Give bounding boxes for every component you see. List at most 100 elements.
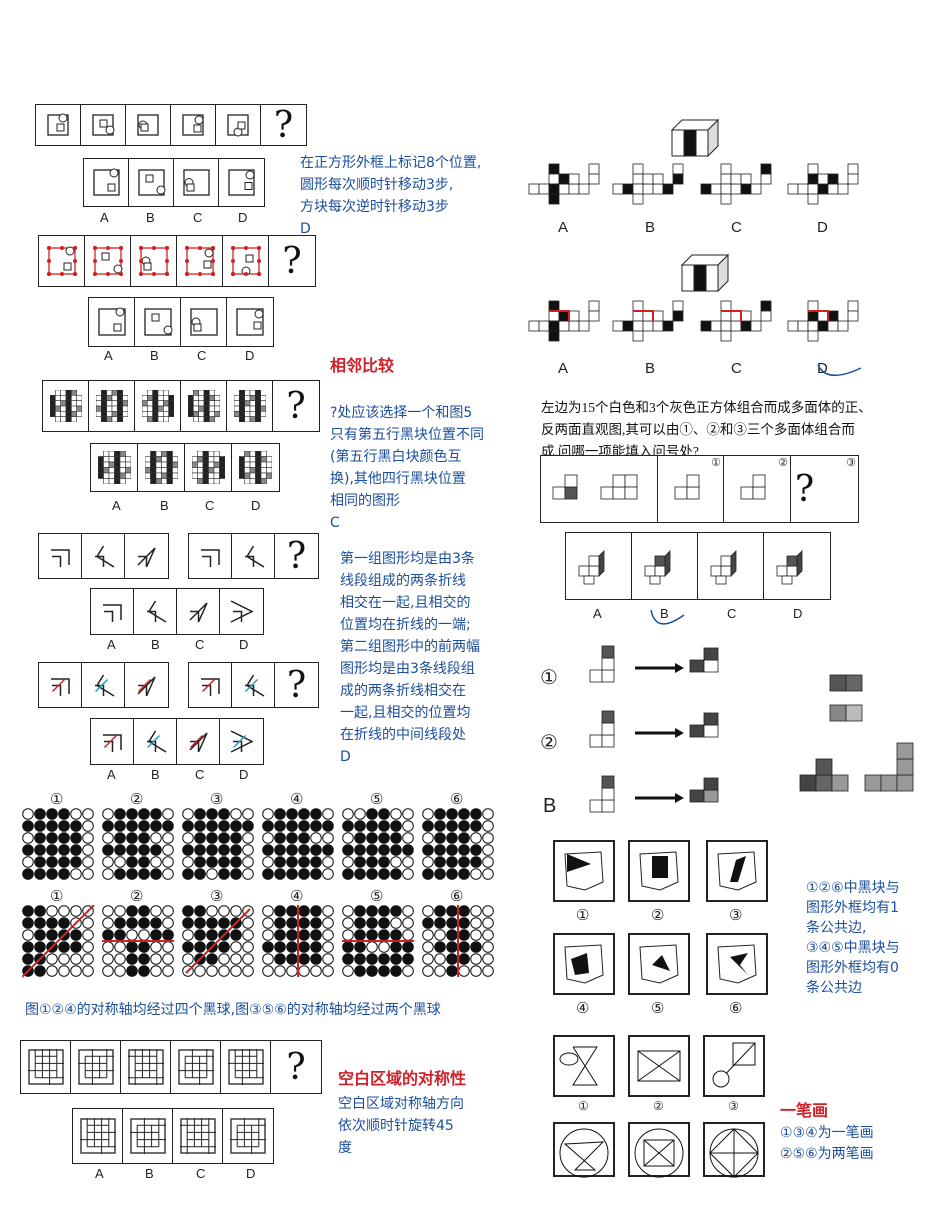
group-2-row-annotated: ? bbox=[188, 662, 319, 708]
options-row-3-cell bbox=[91, 589, 134, 634]
sequence-row-1-annotated-cell bbox=[177, 236, 223, 286]
note-title: 相邻比较 bbox=[330, 356, 395, 375]
check-icon bbox=[650, 609, 685, 625]
sequence-row-5-cell bbox=[21, 1041, 71, 1093]
polycube-figure bbox=[674, 474, 699, 500]
sequence-row-2-cell bbox=[227, 381, 273, 431]
mosaic-figure bbox=[95, 390, 128, 422]
note-line: 第二组图形中的前两幅 bbox=[340, 639, 480, 655]
sequence-row-1-cell bbox=[81, 105, 126, 145]
sequence-row-1-annotated-cell bbox=[85, 236, 131, 286]
options-row-5-cell bbox=[123, 1109, 173, 1163]
sequence-row-2-cell bbox=[181, 381, 227, 431]
options-row-3-annotated-cell bbox=[91, 719, 134, 764]
note-line: ?处应该选择一个和图5 bbox=[330, 405, 473, 421]
sequence-row-1-cell bbox=[126, 105, 171, 145]
options-row-3-annotated-cell bbox=[177, 719, 220, 764]
cube-net bbox=[612, 300, 687, 349]
sequence-row-1-cell bbox=[216, 105, 261, 145]
option-label: C bbox=[205, 498, 215, 513]
question-mark: ? bbox=[273, 104, 294, 146]
dot-grid-figure bbox=[262, 808, 334, 880]
option-label: A bbox=[107, 637, 116, 652]
dot-grid bbox=[182, 905, 256, 983]
note-line: ②⑤⑥为两笔画 bbox=[780, 1146, 874, 1162]
grid-number: ① bbox=[50, 791, 64, 808]
group-1-row-annotated-cell bbox=[82, 663, 125, 707]
stroke-graphic bbox=[634, 1128, 684, 1178]
mosaic-figure bbox=[233, 390, 266, 422]
option-label: B bbox=[151, 637, 160, 652]
options-row-2-cell bbox=[185, 444, 232, 491]
note-line: 成的两条折线相交在 bbox=[340, 683, 466, 699]
options-row-3 bbox=[90, 588, 264, 635]
option-label: A bbox=[593, 606, 602, 621]
dot-grid bbox=[22, 808, 96, 886]
option-label: D bbox=[239, 637, 249, 652]
maze-figure bbox=[179, 1118, 216, 1154]
shape-figure bbox=[706, 840, 768, 902]
net-figure bbox=[612, 300, 684, 342]
note-line: 图形外框均有0 bbox=[806, 960, 899, 976]
options-row-1-annotated bbox=[88, 297, 274, 347]
options-row-6-cell bbox=[632, 533, 698, 599]
sequence-row-1-annotated: ? bbox=[38, 235, 316, 287]
note-line: 图形均是由3条线段组 bbox=[340, 661, 475, 677]
sq-figure bbox=[182, 114, 204, 136]
shape-graphic bbox=[717, 851, 757, 891]
sq-figure bbox=[236, 308, 264, 336]
stroke-graphic bbox=[712, 1042, 756, 1088]
mosaic-figure bbox=[144, 451, 178, 484]
note-line: 依次顺时针旋转45 bbox=[338, 1118, 454, 1134]
figure-number: ⑤ bbox=[651, 1000, 665, 1017]
dot-grid bbox=[342, 808, 416, 886]
note-line: (第五行黑白块颜色互 bbox=[330, 449, 462, 465]
options-row-2-cell bbox=[91, 444, 138, 491]
polycube-figure bbox=[552, 474, 638, 500]
table-cell: ① bbox=[658, 456, 724, 522]
sequence-row-5: ? bbox=[20, 1040, 322, 1094]
option-label: D bbox=[239, 767, 249, 782]
cube-assembly-figure bbox=[799, 674, 914, 792]
option-label: A bbox=[95, 1166, 104, 1181]
shape-graphic bbox=[639, 944, 679, 984]
cell-number: ① bbox=[711, 457, 721, 469]
dot-grid bbox=[102, 905, 176, 983]
note-line: 条公共边 bbox=[806, 980, 862, 996]
question-mark: ? bbox=[286, 664, 307, 706]
table-cell: ?③ bbox=[791, 456, 858, 522]
option-label: B bbox=[645, 360, 656, 377]
sq-figure bbox=[182, 169, 210, 196]
grid-number: ② bbox=[130, 791, 144, 808]
options-row-1-annotated-cell bbox=[181, 298, 227, 346]
sequence-row-5-cell bbox=[171, 1041, 221, 1093]
lines-red-figure bbox=[137, 675, 156, 696]
sq-figure bbox=[230, 246, 261, 276]
dot-grid bbox=[102, 808, 176, 886]
grid-number: ⑥ bbox=[450, 791, 464, 808]
sequence-row-5-cell bbox=[71, 1041, 121, 1093]
options-row-5-cell bbox=[173, 1109, 223, 1163]
option-label: A bbox=[100, 210, 109, 225]
question-mark: ? bbox=[794, 468, 815, 510]
sq-figure bbox=[92, 246, 123, 276]
dot-grid-figure bbox=[422, 808, 494, 880]
note-line: 方块每次逆时针移动3步 bbox=[300, 199, 449, 215]
shape-graphic bbox=[564, 851, 604, 891]
note-line: ①②⑥中黑块与 bbox=[806, 880, 900, 896]
note-line: 条公共边, bbox=[806, 920, 867, 936]
sequence-row-2: ? bbox=[42, 380, 320, 432]
figure-number: ② bbox=[653, 1099, 664, 1113]
options-row-2-cell bbox=[138, 444, 185, 491]
stroke-figure bbox=[553, 1035, 615, 1097]
dot-grid-figure bbox=[102, 808, 174, 880]
lines-figure bbox=[50, 548, 70, 567]
group-2-row-annotated-cell: ? bbox=[275, 663, 318, 707]
shape-figure bbox=[706, 933, 768, 995]
mosaic-figure bbox=[49, 390, 82, 422]
sequence-row-1: ? bbox=[35, 104, 307, 146]
dot-grid-figure bbox=[342, 905, 414, 977]
mosaic-figure bbox=[191, 451, 225, 484]
options-row-1-cell bbox=[219, 159, 264, 206]
dot-grid bbox=[422, 905, 496, 983]
